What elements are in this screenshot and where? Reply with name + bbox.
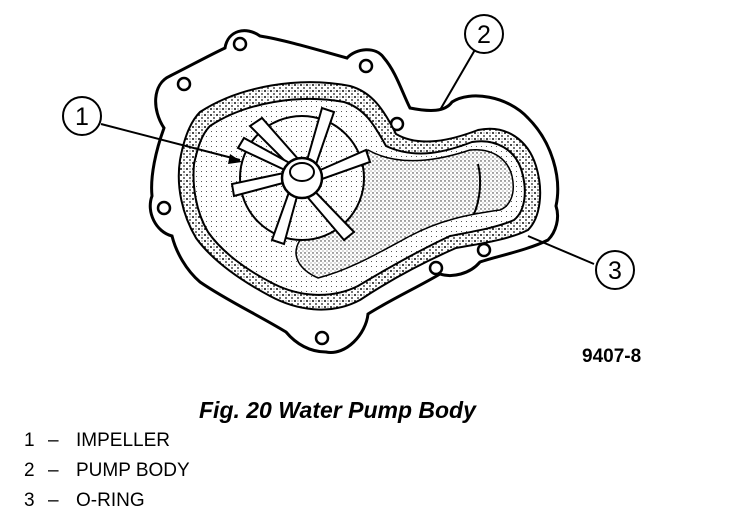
- callout-2: 2: [464, 14, 504, 54]
- legend-separator: –: [48, 490, 59, 511]
- legend-item-number: 2: [24, 460, 35, 481]
- callout-3-label: 3: [608, 257, 622, 285]
- legend-item-label: O-RING: [76, 490, 145, 511]
- callout-2-label: 2: [477, 21, 491, 49]
- legend-item: 3–O-RING: [24, 490, 145, 516]
- legend-separator: –: [48, 430, 59, 451]
- impeller: [230, 106, 372, 246]
- legend-item: 1–IMPELLER: [24, 430, 170, 456]
- leader-lines: [100, 47, 595, 265]
- callout-1: 1: [62, 96, 102, 136]
- legend-separator: –: [48, 460, 59, 481]
- legend-item-number: 3: [24, 490, 35, 511]
- legend-item-label: IMPELLER: [76, 430, 170, 451]
- legend-item-number: 1: [24, 430, 35, 451]
- legend-item: 2–PUMP BODY: [24, 460, 190, 486]
- callout-1-label: 1: [75, 103, 89, 131]
- figure-number: 9407-8: [582, 346, 642, 367]
- figure-caption: Fig. 20 Water Pump Body: [199, 397, 476, 423]
- callout-3: 3: [595, 250, 635, 290]
- legend-item-label: PUMP BODY: [76, 460, 190, 481]
